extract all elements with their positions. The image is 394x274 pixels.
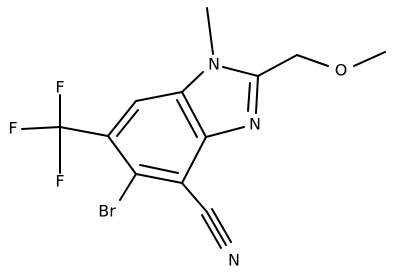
bond-c6-c5 bbox=[107, 135, 137, 175]
bond-cn-triple-2 bbox=[211, 208, 232, 243]
bond-ch2-o bbox=[296, 54, 329, 67]
atom-nitrile-n: N bbox=[228, 251, 240, 270]
bond-c4-cn bbox=[181, 182, 208, 213]
bond-c2-ch2 bbox=[257, 54, 298, 77]
bond-c6-cf3 bbox=[59, 126, 109, 137]
bond-cn-triple-3 bbox=[201, 214, 222, 249]
bond-c4-c3a bbox=[181, 136, 207, 184]
bond-c5-c4-inner bbox=[139, 164, 179, 174]
bond-c7-c6 bbox=[107, 100, 137, 137]
atom-n3: N bbox=[249, 115, 261, 134]
bond-c2-n3-inner bbox=[247, 82, 251, 112]
bond-c5-br bbox=[119, 173, 137, 201]
bond-o-ch3 bbox=[353, 51, 386, 67]
bond-c3a-c7a-inner bbox=[176, 99, 198, 138]
bond-c3a-c7a bbox=[181, 91, 207, 138]
atom-n1: N bbox=[208, 55, 220, 74]
bond-cn-triple-1 bbox=[206, 211, 227, 246]
atom-fluorine-top: F bbox=[55, 78, 64, 97]
atom-fluorine-bottom: F bbox=[55, 172, 64, 191]
bond-c7a-c7 bbox=[135, 91, 183, 102]
bond-n1-methyl bbox=[206, 7, 214, 55]
bond-n1-c2 bbox=[222, 66, 259, 77]
bond-c7-c6-inner bbox=[116, 109, 139, 137]
atom-bromine: Br bbox=[98, 202, 116, 221]
bond-c5-c4 bbox=[135, 173, 183, 184]
bond-c7a-n1 bbox=[181, 71, 204, 93]
bond-n3-c3a bbox=[205, 126, 245, 138]
bond-cf3-f-left bbox=[21, 126, 61, 130]
atom-oxygen: O bbox=[335, 61, 348, 80]
atom-fluorine-left: F bbox=[8, 119, 17, 138]
bond-c2-n3 bbox=[255, 75, 259, 114]
